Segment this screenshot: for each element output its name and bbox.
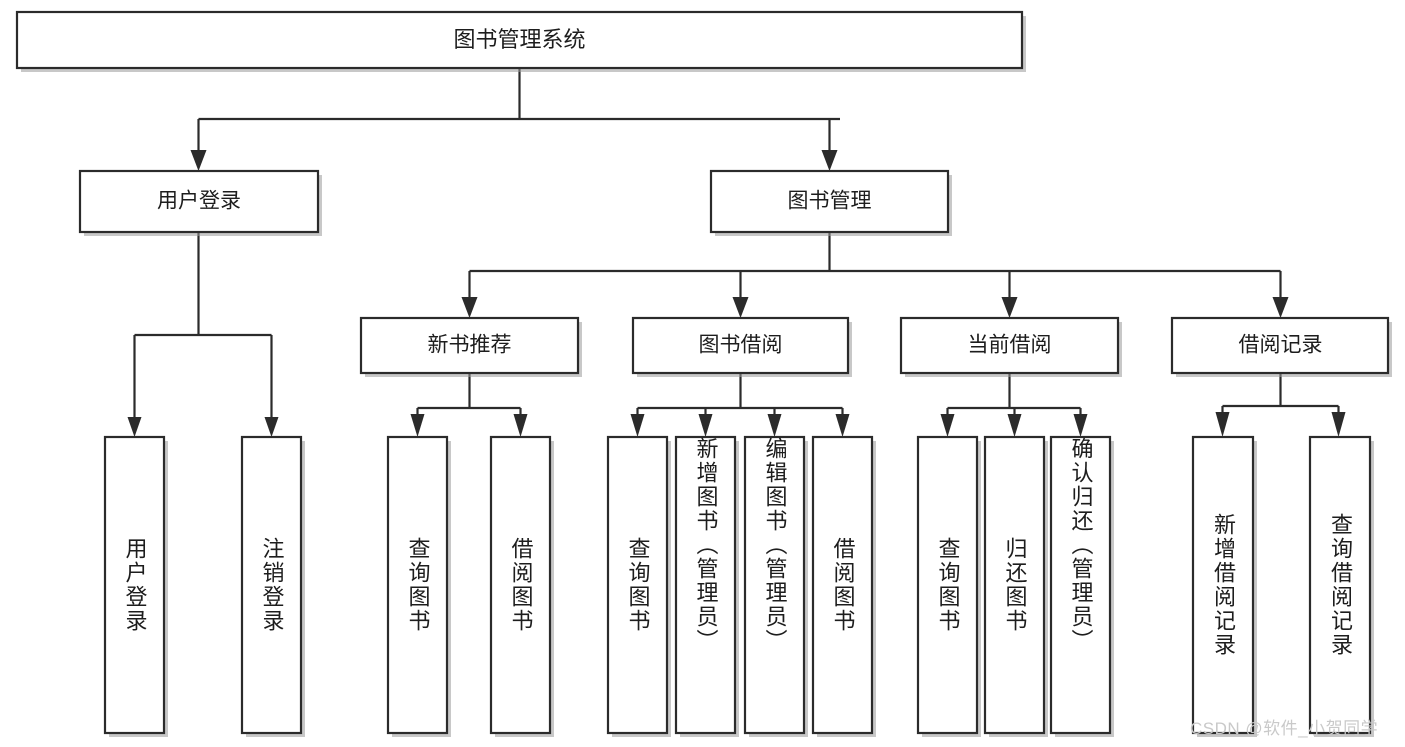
arrow-head-leaf-return-book (1007, 414, 1022, 437)
arrow-head-leaf-add-record (1215, 412, 1230, 437)
arrow-head-leaf-add-book (698, 414, 713, 437)
arrow-head-leaf-query-book-1 (410, 414, 425, 437)
arrow-head-leaf-user-login (127, 417, 142, 437)
node-box-leaf-confirm-return[interactable] (1049, 435, 1112, 735)
node-box-borrow-record[interactable] (1170, 316, 1390, 375)
node-box-leaf-return-book[interactable] (983, 435, 1046, 735)
node-box-leaf-user-login[interactable] (103, 435, 166, 735)
csdn-watermark: CSDN @软件_小贺同学 (1190, 719, 1379, 738)
arrow-head-leaf-edit-book (767, 414, 782, 437)
node-box-leaf-borrow-book-1[interactable] (489, 435, 552, 735)
node-box-user-login[interactable] (78, 169, 320, 234)
node-box-book-manage[interactable] (709, 169, 950, 234)
arrow-head-leaf-query-book-2 (630, 414, 645, 437)
node-box-leaf-query-record[interactable] (1308, 435, 1372, 735)
node-box-leaf-borrow-book-2[interactable] (811, 435, 874, 735)
arrow-head-current-borrow (1001, 297, 1018, 318)
arrow-head-leaf-query-book-3 (940, 414, 955, 437)
arrow-head-leaf-borrow-book-1 (513, 414, 528, 437)
arrow-head-user-login (190, 150, 207, 171)
node-box-new-book-recommend[interactable] (359, 316, 580, 375)
node-box-root[interactable] (15, 10, 1024, 70)
node-box-leaf-query-book-3[interactable] (916, 435, 979, 735)
node-box-leaf-add-book[interactable] (674, 435, 737, 735)
arrow-head-new-book-recommend (461, 297, 478, 318)
node-label-root: 图书管理系统 (453, 27, 585, 52)
node-box-current-borrow[interactable] (899, 316, 1120, 375)
node-box-book-borrow[interactable] (631, 316, 850, 375)
node-label-current-borrow: 当前借阅 (968, 334, 1052, 357)
node-box-leaf-query-book-2[interactable] (606, 435, 669, 735)
arrow-head-leaf-borrow-book-2 (835, 414, 850, 437)
arrow-head-book-borrow (732, 297, 749, 318)
node-layer: 图书管理系统 用户登录 图书管理 新书推荐 图书借阅 当前借阅 借阅记录 (15, 10, 1392, 737)
node-label-book-borrow: 图书借阅 (699, 334, 783, 357)
node-label-borrow-record: 借阅记录 (1239, 334, 1323, 357)
node-label-book-manage: 图书管理 (788, 190, 872, 213)
node-label-new-book-recommend: 新书推荐 (428, 334, 512, 357)
node-box-leaf-logout[interactable] (240, 435, 303, 735)
connector-layer (127, 68, 1346, 437)
node-label-user-login: 用户登录 (157, 190, 241, 213)
arrow-head-leaf-query-record (1331, 412, 1346, 437)
arrow-head-borrow-record (1272, 297, 1289, 318)
node-box-leaf-edit-book[interactable] (743, 435, 806, 735)
arrow-head-book-manage (821, 150, 838, 171)
arrow-head-leaf-logout (264, 417, 279, 437)
arrow-head-leaf-confirm-return (1073, 414, 1088, 437)
node-box-leaf-query-book-1[interactable] (386, 435, 449, 735)
node-box-leaf-add-record[interactable] (1191, 435, 1255, 735)
